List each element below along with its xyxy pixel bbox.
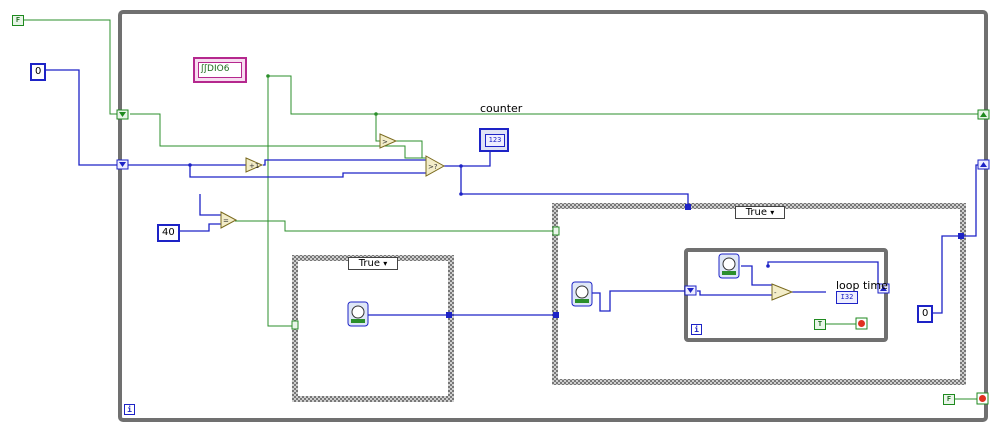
shift-registers[interactable] <box>116 109 990 296</box>
svg-text:+1: +1 <box>249 162 259 170</box>
outer-loop-iteration: i <box>124 404 135 415</box>
right-case-structure[interactable] <box>552 203 966 385</box>
loop-time-indicator[interactable]: I32 <box>836 291 858 304</box>
zero-constant-right[interactable]: 0 <box>917 305 934 323</box>
loop-time-label: loop time <box>836 279 888 292</box>
tick-count-icons[interactable] <box>347 253 740 327</box>
subtract-node <box>771 283 794 301</box>
left-case-selector-value: True <box>358 258 381 269</box>
svg-text:=: = <box>223 217 229 225</box>
select-node <box>425 155 446 177</box>
right-case-selector-value: True <box>745 207 768 218</box>
svg-text:>?: >? <box>428 163 438 171</box>
greater-than-node <box>379 133 398 149</box>
numeric-indicator[interactable]: 123 <box>479 128 509 152</box>
svg-text:-: - <box>774 289 777 297</box>
false-constant-bottom[interactable]: F <box>943 394 955 405</box>
chevron-down-icon: ▾ <box>383 259 388 268</box>
daq-prefix: ʃʃ <box>201 64 208 74</box>
tunnels <box>291 204 964 330</box>
daq-channel-label: DIO6 <box>207 64 230 74</box>
svg-text:>: > <box>382 138 388 146</box>
inner-loop-iteration: i <box>691 324 702 335</box>
chevron-down-icon: ▾ <box>770 208 775 217</box>
counter-label: counter <box>480 102 523 115</box>
timer-icon-inner <box>718 253 740 279</box>
false-constant-top[interactable]: F <box>12 15 24 26</box>
function-nodes[interactable] <box>220 133 794 301</box>
equal-node <box>220 211 238 229</box>
timer-icon-left <box>347 301 369 327</box>
increment-node <box>245 157 264 173</box>
true-constant-stop[interactable]: T <box>814 319 826 330</box>
forty-constant[interactable]: 40 <box>157 224 180 242</box>
left-case-selector[interactable]: True ▾ <box>348 257 398 270</box>
node-glyphs: +1 > >? = - <box>223 138 777 297</box>
stop-terminals[interactable] <box>855 317 989 405</box>
timer-icon-middle <box>571 281 593 307</box>
daq-channel-constant[interactable]: ʃʃDIO6 <box>193 57 247 83</box>
left-case-structure[interactable] <box>292 255 454 402</box>
zero-constant-left[interactable]: 0 <box>30 63 47 81</box>
outer-while-loop[interactable] <box>118 10 988 422</box>
wire-junctions <box>188 163 770 268</box>
right-case-selector[interactable]: True ▾ <box>735 206 785 219</box>
boolean-wires <box>24 19 980 400</box>
numeric-indicator-display: 123 <box>485 134 505 147</box>
